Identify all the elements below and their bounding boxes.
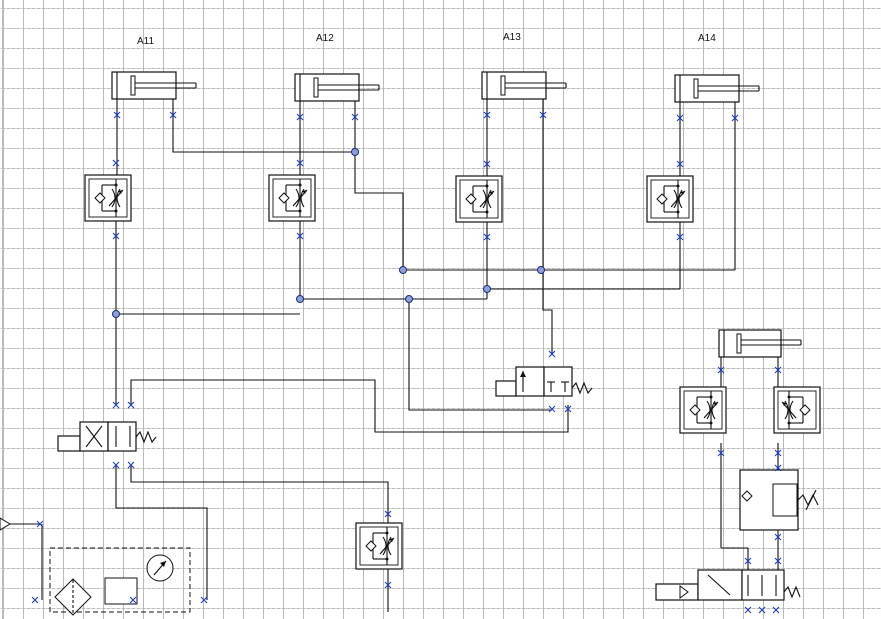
port-markers bbox=[31, 111, 782, 614]
pressure-relief-valve[interactable] bbox=[739, 469, 819, 531]
cylinder-a12[interactable] bbox=[294, 73, 380, 102]
flow-control-valve-bottom[interactable] bbox=[355, 522, 403, 570]
flow-control-valve-a13[interactable] bbox=[455, 175, 503, 223]
flow-control-valve-a14[interactable] bbox=[646, 175, 694, 223]
flow-control-valve-a11[interactable] bbox=[84, 174, 132, 222]
directional-valve-5-2[interactable] bbox=[655, 569, 801, 601]
junctions bbox=[112, 148, 545, 318]
cylinder-label-a14: A14 bbox=[698, 33, 716, 44]
cylinder-label-a13: A13 bbox=[503, 32, 521, 43]
cylinder-a11[interactable] bbox=[111, 71, 197, 100]
directional-valve-4-2[interactable] bbox=[57, 421, 157, 452]
cylinder-a14[interactable] bbox=[674, 74, 760, 103]
cylinder-label-a11: A11 bbox=[137, 36, 154, 47]
cylinder-label-a12: A12 bbox=[316, 33, 334, 44]
directional-valve-3-2[interactable] bbox=[495, 366, 593, 397]
cylinder-a13[interactable] bbox=[481, 71, 567, 100]
air-service-unit[interactable] bbox=[0, 517, 191, 616]
cylinder-right[interactable] bbox=[718, 329, 802, 358]
flow-control-valve-a12[interactable] bbox=[268, 174, 316, 222]
flow-control-valve-right-a[interactable] bbox=[679, 386, 727, 434]
flow-control-valve-right-b[interactable] bbox=[773, 386, 821, 434]
